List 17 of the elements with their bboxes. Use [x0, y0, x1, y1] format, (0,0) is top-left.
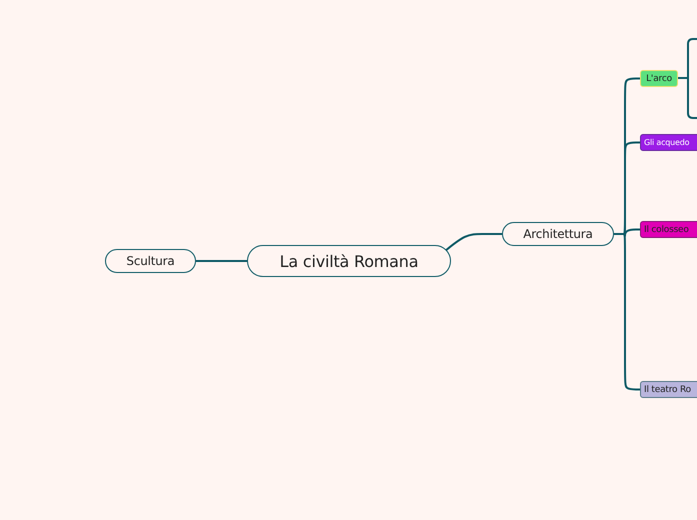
subtopic-box — [640, 221, 697, 238]
connector — [196, 260, 247, 262]
topic-label: Il teatro Ro — [644, 384, 691, 394]
topic-label: Il colosseo — [644, 224, 689, 234]
topic-label: Architettura — [523, 227, 593, 241]
subtopic-box — [640, 70, 678, 87]
connector — [614, 228, 640, 237]
connector — [444, 233, 502, 252]
topic-box — [105, 249, 196, 273]
subtopic-box — [640, 134, 697, 151]
topic-label: Scultura — [126, 254, 175, 268]
topic-label: L'arco — [646, 74, 672, 84]
central-topic — [247, 245, 451, 277]
topic-box — [502, 222, 614, 246]
topic-label: La civiltà Romana — [280, 252, 418, 270]
subtopic-box — [640, 381, 697, 398]
topic-label: Gli acquedo — [644, 138, 690, 147]
